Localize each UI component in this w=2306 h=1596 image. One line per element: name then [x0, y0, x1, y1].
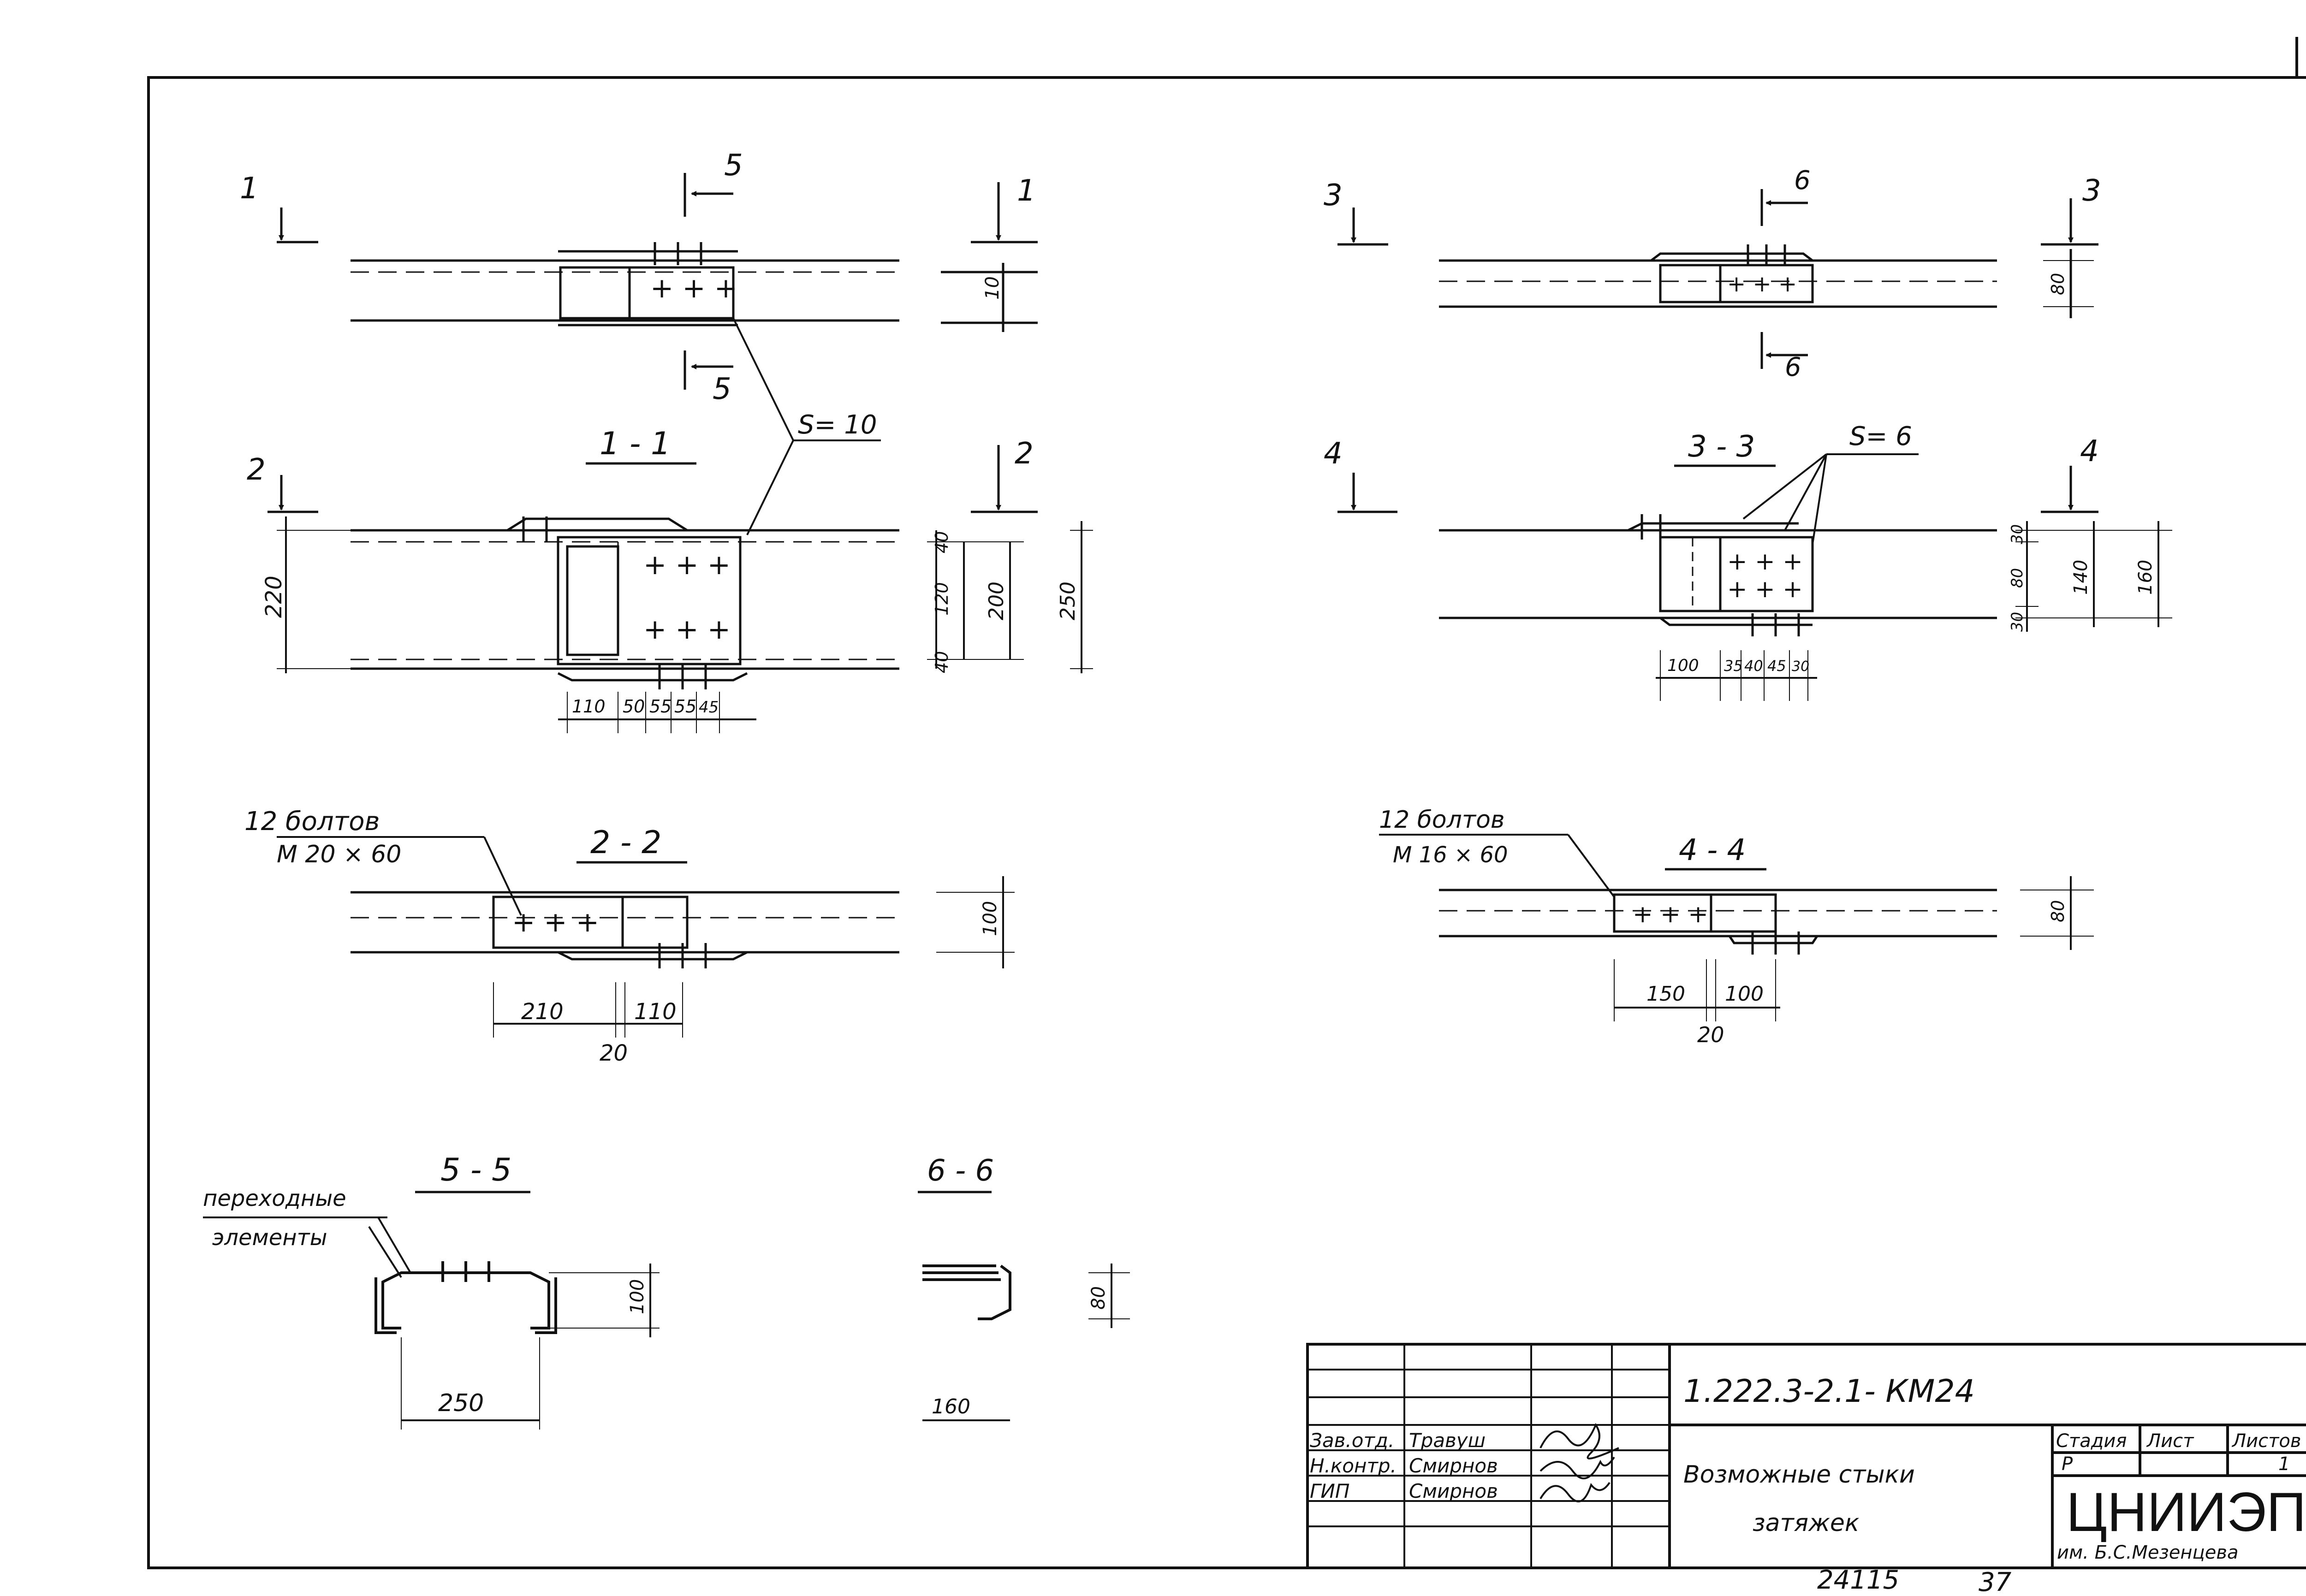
sheets-value: 1 — [2278, 1454, 2290, 1475]
format-number: 37 — [1979, 1567, 2012, 1596]
plan-3-section-bottom: 6 — [1785, 352, 1801, 382]
organization-subtitle: им. Б.С.Мезенцева — [2057, 1542, 2238, 1563]
section-3-3-d4: 45 — [1767, 657, 1786, 675]
section-1-1-h-total1: 200 — [985, 581, 1008, 620]
plan-1-view: + + + 1 1 5 5 10 S= 10 — [240, 148, 1038, 535]
section-4-4-view: 4 - 4 12 болтов М 16 × 60 + + + — [1379, 806, 2094, 1047]
role-3: ГИП — [1310, 1480, 1349, 1502]
name-2: Смирнов — [1409, 1454, 1498, 1477]
section-1-1-cut-right: 2 — [1015, 437, 1034, 471]
doc-code: 1.222.3-2.1- КМ24 — [1683, 1373, 1975, 1410]
section-3-3-cut-right: 4 — [2080, 434, 2099, 469]
sheet-header: Лист — [2146, 1430, 2194, 1452]
section-1-1-d3: 55 — [649, 696, 672, 717]
section-2-2-bolts-count: 12 болтов — [244, 807, 380, 837]
section-6-6-h: 80 — [1088, 1286, 1109, 1310]
section-5-5-w: 250 — [438, 1389, 484, 1417]
drawing-title-line1: Возможные стыки — [1683, 1461, 1915, 1489]
section-4-4-h: 80 — [2048, 900, 2068, 922]
plan-1-cut-left: 1 — [240, 172, 259, 206]
section-5-5-note-a: переходные — [203, 1186, 346, 1211]
section-3-3-h-total1: 140 — [2070, 560, 2092, 595]
section-2-2-h: 100 — [980, 901, 1001, 936]
role-1: Зав.отд. — [1310, 1429, 1394, 1452]
section-3-3-title: 3 - 3 — [1688, 430, 1755, 464]
sheet-frame — [147, 37, 2306, 1569]
section-1-1-d2: 50 — [623, 696, 645, 717]
section-1-1-d1: 110 — [572, 696, 606, 717]
section-3-3-view: 3 - 3 S= 6 + + + + + + — [1324, 421, 2172, 701]
svg-text:+ + +: + + + — [512, 906, 599, 938]
svg-text:+ + +: + + + — [1727, 548, 1803, 576]
svg-text:+ + +: + + + — [643, 613, 731, 646]
name-1: Травуш — [1409, 1429, 1486, 1452]
section-4-4-w2: 100 — [1725, 982, 1764, 1006]
section-3-3-h-r1: 30 — [2008, 524, 2027, 544]
section-3-3-d3: 40 — [1744, 657, 1763, 675]
section-3-3-h-total2: 160 — [2135, 560, 2156, 595]
section-1-1-h-r1: 40 — [932, 531, 952, 553]
section-2-2-title: 2 - 2 — [590, 825, 661, 861]
section-4-4-title: 4 - 4 — [1679, 833, 1746, 867]
section-3-3-d2: 35 — [1724, 657, 1743, 675]
section-1-1-h-r3: 40 — [932, 651, 952, 673]
plan-1-weld-label: S= 10 — [798, 410, 877, 440]
section-6-6-w: 160 — [932, 1395, 970, 1418]
plan-1-dim: 10 — [982, 276, 1003, 300]
section-4-4-bolts-size: М 16 × 60 — [1393, 842, 1508, 868]
section-6-6-title: 6 - 6 — [927, 1154, 994, 1188]
section-1-1-h-left: 220 — [261, 576, 287, 618]
name-3: Смирнов — [1409, 1480, 1498, 1502]
section-2-2-w2: 110 — [634, 999, 677, 1025]
section-1-1-title: 1 - 1 — [600, 426, 671, 462]
section-6-6-view: 6 - 6 80 160 — [918, 1154, 1130, 1421]
signatures — [1539, 1423, 1619, 1502]
title-block: 1.222.3-2.1- КМ24 Возможные стыки затяже… — [1306, 1343, 2306, 1596]
section-2-2-bolts-size: М 20 × 60 — [277, 841, 401, 868]
plan-1-cut-right: 1 — [1017, 174, 1036, 208]
section-5-5-title: 5 - 5 — [440, 1152, 511, 1188]
section-3-3-weld-label: S= 6 — [1849, 421, 1912, 451]
section-4-4-w1: 150 — [1646, 982, 1685, 1006]
plan-1-section-top: 5 — [724, 148, 743, 183]
svg-text:+ + +: + + + — [1633, 901, 1708, 928]
organization-name: ЦНИИЭП — [2066, 1481, 2306, 1543]
plan-3-cut-right: 3 — [2082, 174, 2101, 208]
section-4-4-gap: 20 — [1697, 1022, 1724, 1047]
svg-text:+ + +: + + + — [643, 549, 731, 581]
section-2-2-view: 2 - 2 12 болтов М 20 × 60 + + + — [244, 807, 1015, 1066]
section-4-4-bolts-count: 12 болтов — [1379, 806, 1505, 834]
section-1-1-d4: 55 — [674, 696, 696, 717]
section-1-1-view: 1 - 1 + + + + + + 2 2 — [247, 426, 1093, 733]
section-5-5-note-b: элементы — [212, 1225, 327, 1251]
section-3-3-d1: 100 — [1667, 656, 1699, 675]
plan-3-dim: 80 — [2048, 273, 2068, 295]
inventory-number: 24115 — [1817, 1565, 1899, 1595]
section-1-1-h-r2: 120 — [932, 582, 952, 616]
section-2-2-gap: 20 — [600, 1040, 628, 1066]
svg-text:+ + +: + + + — [650, 272, 737, 304]
section-1-1-cut-left: 2 — [247, 453, 266, 487]
sheets-header: Листов — [2231, 1430, 2301, 1452]
section-3-3-d5: 30 — [1792, 659, 1809, 675]
plan-3-cut-left: 3 — [1324, 178, 1343, 213]
section-1-1-h-total2: 250 — [1056, 581, 1080, 620]
section-3-3-cut-left: 4 — [1324, 437, 1343, 471]
stage-value: Р — [2062, 1454, 2073, 1475]
plan-1-section-bottom: 5 — [713, 372, 731, 406]
section-5-5-view: 5 - 5 переходные элементы 250 100 — [203, 1152, 660, 1430]
plan-3-section-top: 6 — [1794, 166, 1811, 196]
section-3-3-h-r2: 80 — [2008, 568, 2027, 588]
plan-3-view: + + + 3 3 6 6 80 — [1324, 166, 2101, 382]
drawing-title-line2: затяжек — [1753, 1509, 1860, 1537]
role-2: Н.контр. — [1310, 1454, 1397, 1477]
section-3-3-h-r3: 30 — [2008, 612, 2027, 632]
section-1-1-d5: 45 — [699, 698, 719, 717]
svg-text:+ + +: + + + — [1727, 271, 1797, 297]
section-2-2-w1: 210 — [521, 999, 564, 1025]
svg-text:+ + +: + + + — [1727, 576, 1803, 603]
section-5-5-h: 100 — [627, 1279, 648, 1314]
stage-header: Стадия — [2056, 1430, 2127, 1452]
